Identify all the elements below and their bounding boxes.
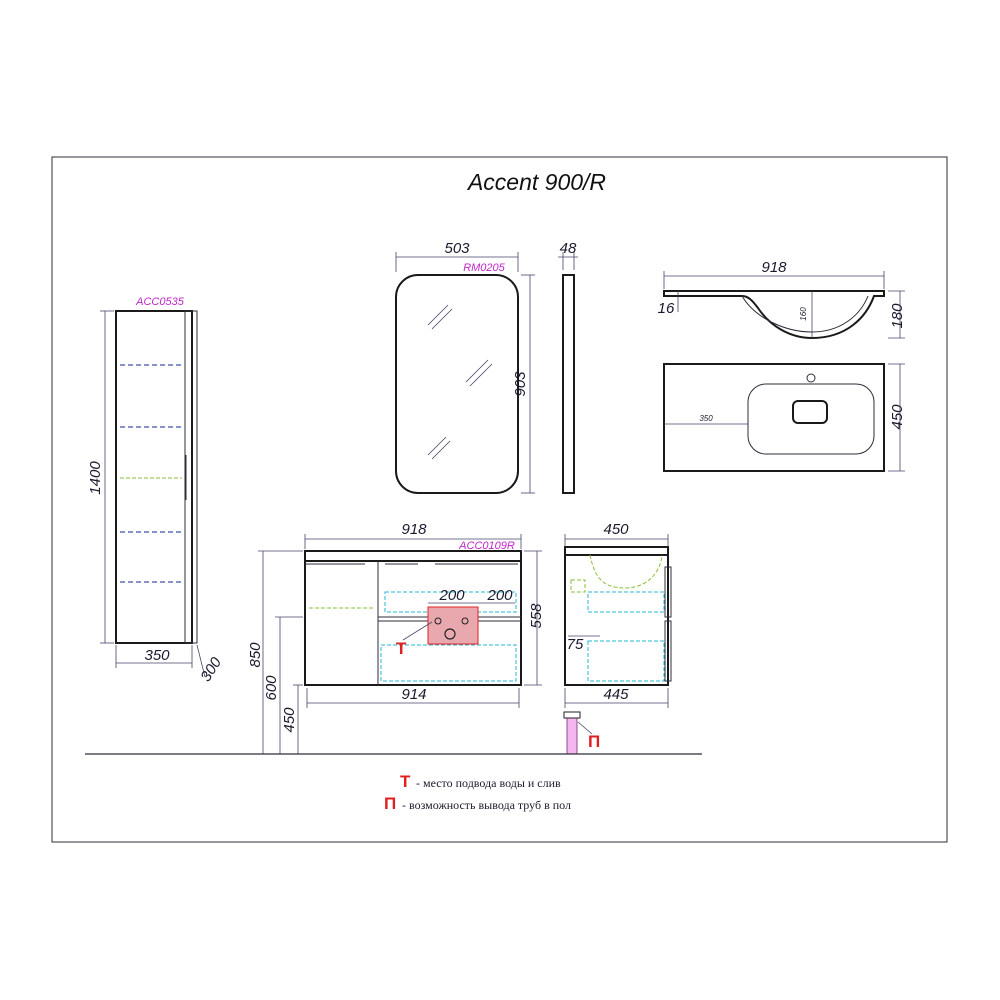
legend-marker-t: Т [400,772,411,791]
mirror-reflection [427,436,447,456]
connection-dim-b: 200 [486,587,513,604]
drain-icon [792,400,828,424]
cabinet-side: 75 450 445 [564,521,672,708]
pipe-body [566,715,578,755]
drain-outlet-icon [444,628,456,640]
mirror-reflection [427,304,449,326]
cabinet-front: 200 200 Т 918 ACC0109R 558 914 850 600 4… [247,521,545,754]
install-height-450-label: 450 [281,707,298,733]
t-marker-leader [402,621,433,641]
basin-bowl-outline [747,383,875,455]
column-body [115,310,193,644]
floor-pipe: П [563,711,600,755]
tap-hole-icon [806,373,816,383]
connection-dim-a: 200 [438,587,465,604]
column-code: ACC0535 [135,296,185,308]
legend: Т - место подвода воды и слив П - возмож… [384,772,571,813]
drawing-frame [51,156,948,843]
drawer-interior-lower [380,644,517,682]
p-marker: П [588,732,600,751]
mirror: 503 RM0205 903 48 [395,240,578,494]
column-depth-dim-line [196,644,206,678]
cabinet-body [304,560,522,686]
basin-thickness-label: 16 [658,300,675,317]
cabinet-height-label: 558 [528,603,545,629]
mirror-width-label: 503 [444,240,470,257]
column-depth-label: 300 [197,654,225,685]
mirror-frame [395,274,519,494]
mirror-side-profile [562,274,575,494]
basin-top-outline [663,363,885,472]
cabinet-code: ACC0109R [458,540,515,552]
p-marker-leader [577,721,593,735]
legend-text-p: - возможность вывода труб в пол [402,798,571,812]
cabinet-countertop [304,550,522,562]
side-basin-bowl [589,554,663,589]
mirror-height-label: 903 [512,371,529,397]
cabinet-bottom-width-label: 914 [401,686,426,703]
basin-section: 160 918 16 180 [658,259,906,340]
side-drawer-lower [587,640,665,682]
column-width-label: 350 [144,647,170,664]
install-height-600-label: 600 [263,675,280,701]
basin-offset-label: 350 [699,414,713,423]
mirror-depth-label: 48 [560,240,577,257]
side-drawer-upper [587,591,665,613]
basin-section-profile [663,290,885,340]
mirror-code: RM0205 [463,262,505,274]
column-cabinet: ACC0535 1400 350 300 [87,296,225,685]
basin-depth-label: 450 [889,404,906,430]
basin-width-label: 918 [761,259,787,276]
cabinet-side-body [564,554,669,686]
cabinet-top-width-label: 918 [401,521,427,538]
side-top-depth-label: 450 [603,521,629,538]
install-height-850-label: 850 [247,642,264,668]
mirror-reflection [465,359,489,383]
t-marker: Т [396,639,407,658]
legend-text-t: - место подвода воды и слив [416,776,561,790]
column-door-edge [184,310,198,644]
cabinet-side-top [564,546,669,556]
column-height-label: 1400 [87,461,104,495]
side-dim-75-label: 75 [567,636,584,653]
basin-height-label: 180 [889,303,906,329]
basin-bowl-depth-label: 160 [799,307,808,321]
basin-top-view: 350 450 [663,363,906,472]
drawing-title: Accent 900/R [466,169,606,195]
legend-marker-p: П [384,794,396,813]
side-bottom-depth-label: 445 [603,686,629,703]
